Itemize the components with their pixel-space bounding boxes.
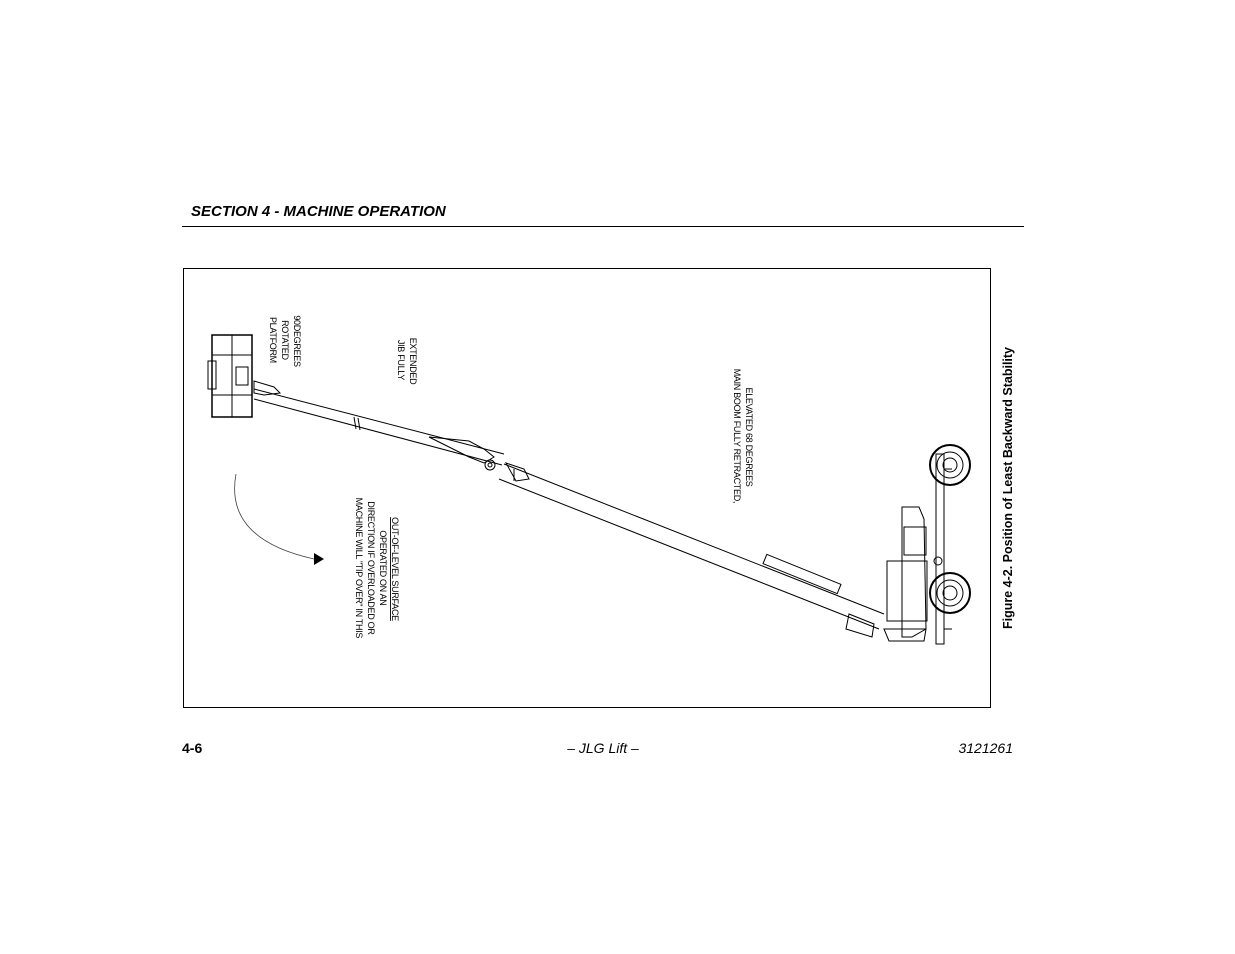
label-main-boom: MAIN BOOM FULLY RETRACTED, ELEVATED 68 D…	[732, 369, 754, 506]
doc-number: 3121261	[958, 740, 1013, 756]
figure-frame: PLATFORM ROTATED 90DEGREES JIB FULLY EXT…	[183, 268, 991, 708]
jib	[253, 388, 530, 482]
tip-over-arrow	[234, 473, 315, 560]
footer-title: – JLG Lift –	[567, 740, 639, 756]
boom-lift-illustration: PLATFORM ROTATED 90DEGREES JIB FULLY EXT…	[207, 315, 971, 645]
section-title: SECTION 4 - MACHINE OPERATION	[191, 203, 446, 220]
header-rule	[182, 226, 1024, 227]
label-tip-over: MACHINE WILL "TIP OVER" IN THIS DIRECTIO…	[354, 498, 400, 641]
page-number: 4-6	[182, 740, 203, 756]
chassis	[883, 453, 952, 645]
label-platform: PLATFORM ROTATED 90DEGREES	[268, 315, 302, 367]
wheel-bottom	[929, 572, 971, 614]
arrowhead-icon	[314, 553, 324, 565]
figure-caption: Figure 4-2. Position of Least Backward S…	[1001, 346, 1015, 630]
label-jib: JIB FULLY EXTENDED	[396, 338, 418, 385]
main-boom	[498, 463, 885, 638]
wheel-top	[929, 444, 971, 486]
platform	[207, 334, 282, 418]
